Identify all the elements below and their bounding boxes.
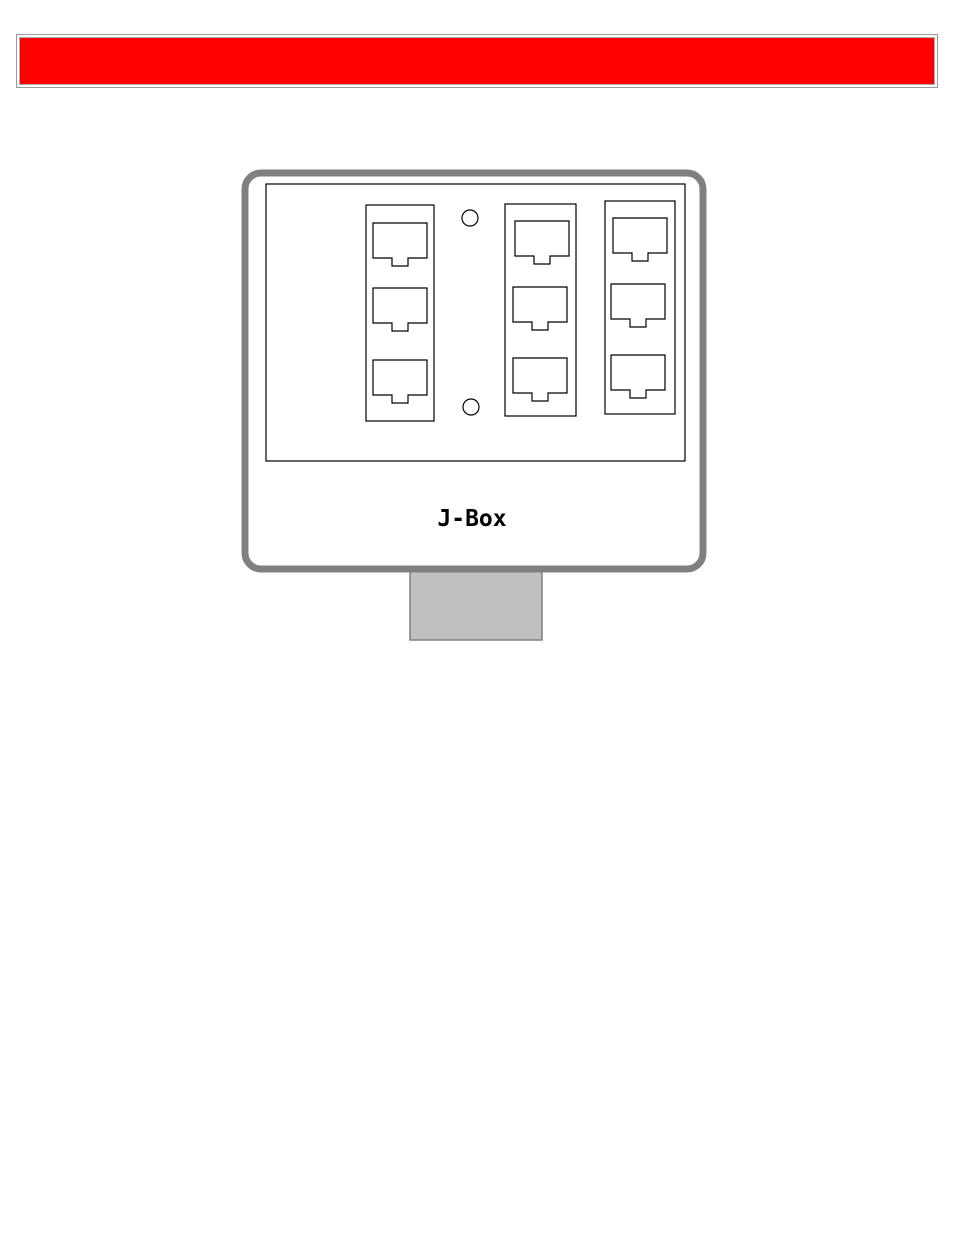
screw-icon (463, 399, 479, 415)
port-panels (366, 201, 675, 421)
port-panel-right (605, 201, 675, 414)
title-banner (16, 34, 938, 88)
port-panel-left (366, 205, 434, 421)
screw-icon (462, 210, 478, 226)
jbox-drawing: J-Box (230, 160, 720, 655)
jbox-label: J-Box (437, 506, 506, 532)
jbox-diagram: J-Box (230, 160, 720, 655)
port-panel-middle (505, 204, 576, 416)
title-banner-fill (19, 37, 935, 85)
connector-tab (410, 570, 542, 640)
